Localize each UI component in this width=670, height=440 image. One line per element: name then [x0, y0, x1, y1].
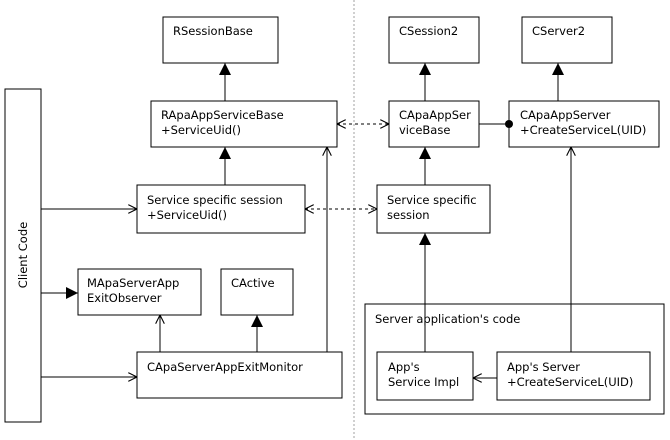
app-service-impl-label-line2: Service Impl: [388, 375, 459, 389]
server-service-session-label-line2: session: [387, 208, 430, 222]
capaappserver-label: CApaAppServer: [520, 108, 611, 122]
aggregation-dot: [505, 120, 513, 128]
client-service-session-method: +ServiceUid(): [147, 208, 227, 222]
cserver2-label: CServer2: [532, 24, 585, 38]
rapaappservicebase-box: RApaAppServiceBase +ServiceUid(): [150, 100, 338, 148]
svg-text:App's Service Impl: App's Service Impl: [388, 360, 459, 389]
svg-text:CSession2: CSession2: [399, 24, 458, 38]
svg-text:RApaAppServiceBase +Serv: RApaAppServiceBase +ServiceUid(): [161, 108, 287, 137]
app-server-label: App's Server: [507, 360, 580, 374]
capaappservicebase-box: CApaAppSer viceBase: [388, 100, 480, 148]
rapaappservicebase-method: +ServiceUid(): [161, 123, 241, 137]
cactive-label: CActive: [231, 276, 275, 290]
rsessionbase-box: RSessionBase: [162, 16, 279, 64]
svg-text:MApaServerApp ExitObserv: MApaServerApp ExitObserver: [87, 276, 183, 305]
client-code-label: Client Code: [16, 222, 30, 288]
svg-text:CActive: CActive: [231, 276, 275, 290]
svg-text:App's Server +CreateServ: App's Server +CreateServiceL(UID): [507, 360, 633, 389]
capaserverappexitmonitor-box: CApaServerAppExitMonitor: [136, 351, 343, 399]
mapaserverappexitobserver-box: MApaServerApp ExitObserver: [77, 268, 202, 316]
client-code-box: Client Code: [4, 88, 42, 423]
cactive-box: CActive: [220, 268, 294, 316]
app-server-box: App's Server +CreateServiceL(UID): [496, 351, 651, 401]
svg-text:CApaServerAppExitMonitor: CApaServerAppExitMonitor: [147, 360, 303, 374]
server-app-code-label: Server application's code: [375, 312, 520, 326]
app-server-method: +CreateServiceL(UID): [507, 375, 633, 389]
csession2-label: CSession2: [399, 24, 458, 38]
capaappserver-box: CApaAppServer +CreateServiceL(UID): [508, 100, 660, 148]
cserver2-box: CServer2: [521, 16, 613, 64]
capaappservicebase-label-line2: viceBase: [399, 123, 450, 137]
svg-text:CApaAppSer viceBase: CApaAppSer viceBase: [399, 108, 474, 137]
svg-text:Service specific session: Service specific session: [387, 193, 480, 222]
server-service-session-box: Service specific session: [376, 184, 491, 234]
mapaserverappexitobserver-label-line2: ExitObserver: [87, 291, 162, 305]
capaserverappexitmonitor-label: CApaServerAppExitMonitor: [147, 360, 303, 374]
client-service-session-label: Service specific session: [147, 193, 283, 207]
capaappserver-method: +CreateServiceL(UID): [520, 123, 646, 137]
rapaappservicebase-label: RApaAppServiceBase: [161, 108, 284, 122]
svg-text:CApaAppServer +CreateSer: CApaAppServer +CreateServiceL(UID): [520, 108, 646, 137]
svg-text:RSessionBase: RSessionBase: [173, 24, 253, 38]
svg-text:Service specific session: Service specific session +ServiceUid(): [147, 193, 287, 222]
client-service-session-box: Service specific session +ServiceUid(): [136, 184, 306, 234]
app-service-impl-label-line1: App's: [388, 360, 420, 374]
svg-text:Server application's code: Server application's code: [375, 312, 520, 326]
svg-text:CServer2: CServer2: [532, 24, 585, 38]
csession2-box: CSession2: [388, 16, 480, 64]
app-service-impl-box: App's Service Impl: [376, 351, 474, 401]
rsessionbase-label: RSessionBase: [173, 24, 253, 38]
mapaserverappexitobserver-label-line1: MApaServerApp: [87, 276, 179, 290]
server-service-session-label-line1: Service specific: [387, 193, 477, 207]
capaappservicebase-label-line1: CApaAppSer: [399, 108, 471, 122]
